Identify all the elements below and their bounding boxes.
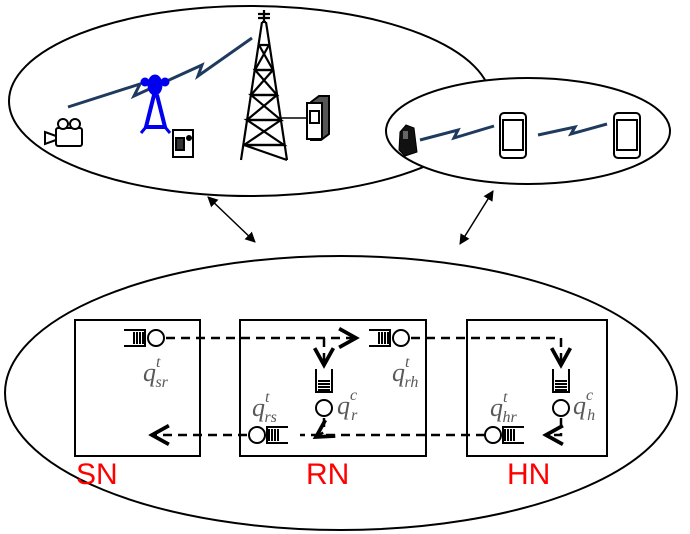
queue-rs-icon (248, 426, 288, 444)
flow-hn-serve (546, 418, 561, 435)
queue-r-icon (315, 369, 333, 417)
queue-rh-icon (369, 329, 410, 347)
radio-tower-icon (239, 10, 289, 162)
link-arrow-right (459, 190, 494, 245)
server-box-icon (306, 95, 330, 141)
node-label-rn: RN (306, 458, 349, 491)
network-cluster-right (385, 77, 671, 185)
node-label-sn: SN (76, 458, 118, 491)
sensor-tag-icon (398, 124, 418, 157)
smartphone-icon (613, 112, 641, 159)
gateway-box-icon (172, 129, 194, 158)
queue-hr-icon (484, 426, 524, 444)
flow-rn-to-hn (411, 336, 561, 365)
queue-sr-icon (124, 329, 165, 347)
wireless-link-right-1 (419, 124, 495, 142)
node-label-hn: HN (507, 458, 550, 491)
link-arrow-left (207, 196, 256, 243)
queue-h-icon (552, 369, 570, 417)
video-camera-icon (44, 118, 83, 147)
satellite-dish-icon (139, 74, 172, 134)
smartphone-icon (499, 112, 527, 159)
wireless-link-right-2 (537, 122, 608, 137)
